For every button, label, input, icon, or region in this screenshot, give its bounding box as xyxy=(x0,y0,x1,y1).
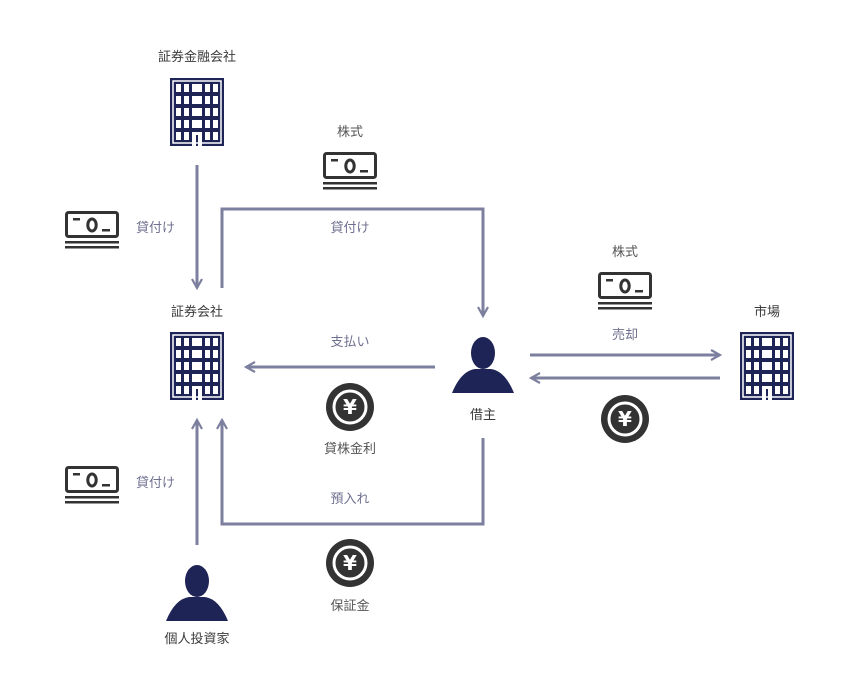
flow-company-to-borrower xyxy=(220,207,483,316)
stock-certificate-icon xyxy=(63,211,121,250)
flow-label-deposit: 預入れ xyxy=(330,492,370,507)
entity-label-securities-company: 証券会社 xyxy=(170,305,224,320)
item-label-stock-right: 株式 xyxy=(611,245,639,260)
item-label-stock-top: 株式 xyxy=(336,125,364,140)
flow-label-payment: 支払い xyxy=(330,335,370,350)
entity-label-individual-investor: 個人投資家 xyxy=(164,632,230,647)
entity-label-securities-finance: 証券金融会社 xyxy=(157,50,237,65)
entity-label-borrower: 借主 xyxy=(469,408,497,423)
flow-label-sell: 売却 xyxy=(611,328,639,343)
flow-borrower-deposit xyxy=(222,420,485,526)
stock-certificate-icon xyxy=(63,466,121,505)
entity-label-market: 市場 xyxy=(753,305,781,320)
yen-coin-icon xyxy=(599,393,651,445)
flow-label-investor-to-company: 貸付け xyxy=(136,476,176,491)
flow-label-company-to-borrower: 貸付け xyxy=(330,221,370,236)
building-icon xyxy=(170,78,224,146)
building-icon xyxy=(170,332,224,400)
yen-coin-icon xyxy=(324,381,376,433)
person-icon xyxy=(166,565,228,621)
item-label-lending-fee: 貸株金利 xyxy=(323,442,377,457)
building-icon xyxy=(740,332,794,400)
item-label-deposit: 保証金 xyxy=(330,599,370,614)
yen-coin-icon xyxy=(324,537,376,589)
flow-label-finance-to-company: 貸付け xyxy=(136,221,176,236)
person-icon xyxy=(452,337,514,393)
stock-certificate-icon xyxy=(321,152,379,191)
stock-certificate-icon xyxy=(596,272,654,311)
